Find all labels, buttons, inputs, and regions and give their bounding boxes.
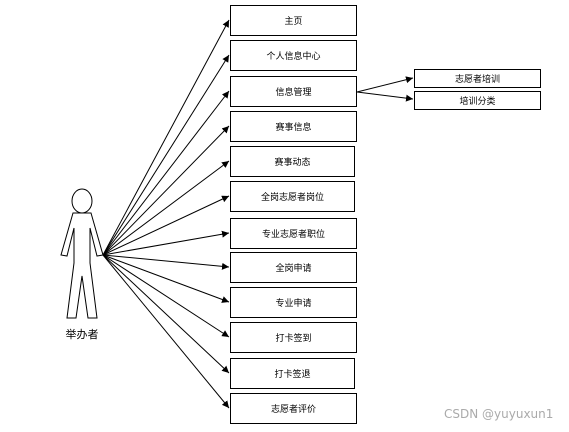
use-case-fulltime-application: 全岗申请 — [230, 252, 357, 283]
use-case-fulltime-volunteer-post: 全岗志愿者岗位 — [230, 181, 355, 212]
actor-label: 举办者 — [65, 328, 99, 341]
use-case-check-out: 打卡签退 — [230, 358, 355, 389]
arrow-to-event-news — [102, 160, 230, 256]
arrow-to-check-in — [102, 254, 230, 338]
sub-use-case-volunteer-training: 志愿者培训 — [414, 69, 541, 88]
sub-use-case-training-category: 培训分类 — [414, 91, 541, 110]
use-case-event-news: 赛事动态 — [230, 146, 355, 177]
use-case-volunteer-evaluation: 志愿者评价 — [230, 393, 357, 424]
arrow-to-training-category — [356, 91, 414, 102]
arrow-to-personal-center — [102, 54, 230, 256]
use-case-info-management: 信息管理 — [230, 76, 357, 107]
use-case-professional-application: 专业申请 — [230, 287, 357, 318]
arrow-to-professional-application — [102, 254, 230, 303]
arrow-to-check-out — [102, 254, 230, 374]
arrow-to-fulltime-application — [102, 254, 230, 270]
arrow-to-volunteer-evaluation — [102, 254, 230, 409]
watermark: CSDN @yuyuxun1 — [444, 407, 554, 421]
use-case-check-in: 打卡签到 — [230, 322, 357, 353]
use-case-event-info: 赛事信息 — [230, 111, 357, 142]
arrow-to-homepage — [102, 19, 230, 256]
arrow-to-volunteer-training — [356, 76, 414, 93]
use-case-homepage: 主页 — [230, 5, 357, 36]
arrow-to-professional-volunteer-post — [102, 230, 230, 256]
use-case-professional-volunteer-post: 专业志愿者职位 — [230, 218, 357, 249]
use-case-personal-center: 个人信息中心 — [230, 40, 357, 71]
arrow-to-event-info — [102, 125, 230, 256]
arrow-to-fulltime-volunteer-post — [102, 195, 230, 256]
arrow-to-info-management — [102, 90, 230, 256]
actor-figure — [60, 188, 104, 319]
